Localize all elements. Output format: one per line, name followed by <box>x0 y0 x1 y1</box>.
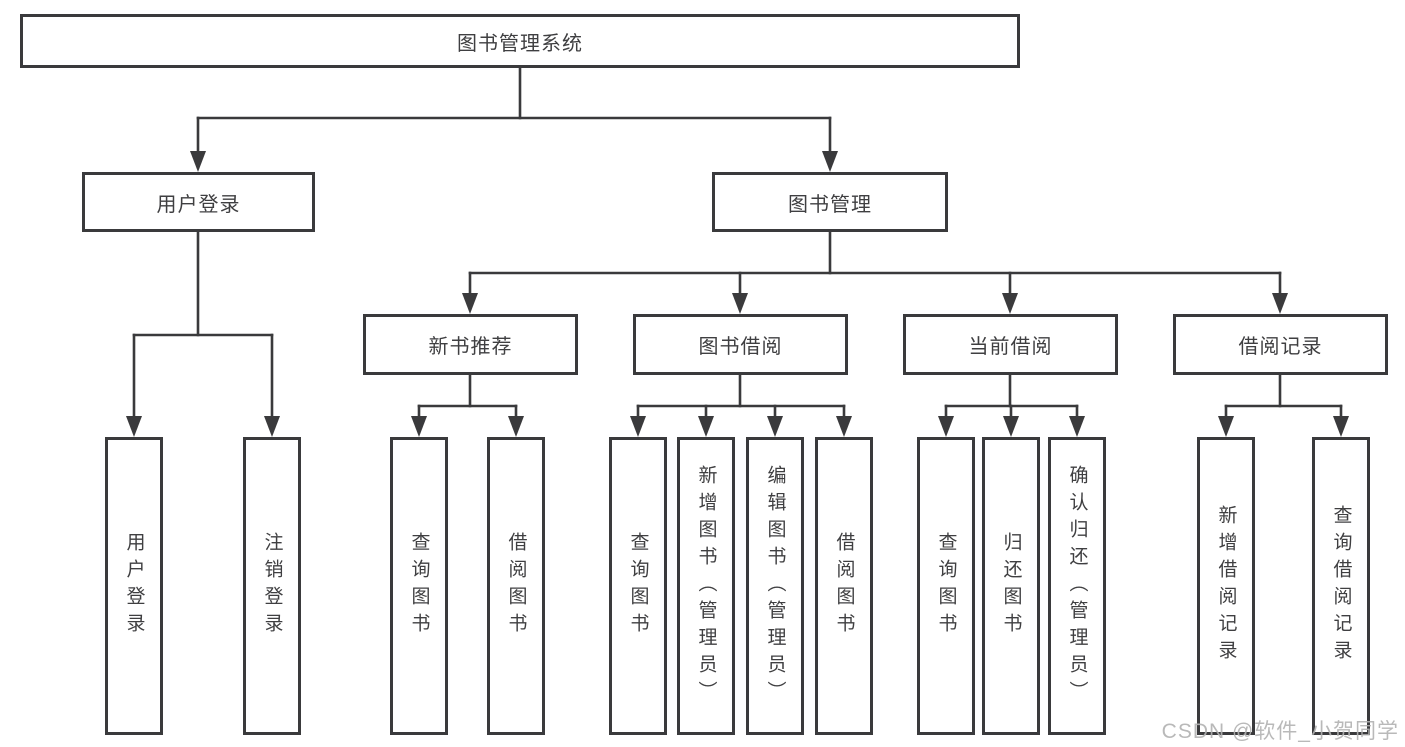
leaf-add-borrowing-record: 新增借阅记录 <box>1197 437 1255 735</box>
leaf-label: 新增借阅记录 <box>1215 505 1237 667</box>
leaf-label: 借阅图书 <box>505 532 527 640</box>
leaf-label: 查询图书 <box>408 532 430 640</box>
node-library-management-system: 图书管理系统 <box>20 14 1020 68</box>
leaf-query-books-borrowing: 查询图书 <box>609 437 667 735</box>
leaf-label: 新增图书（管理员） <box>695 464 717 708</box>
leaf-add-books-admin: 新增图书（管理员） <box>677 437 735 735</box>
node-book-management: 图书管理 <box>712 172 948 232</box>
leaf-label: 借阅图书 <box>833 532 855 640</box>
leaf-label: 确认归还（管理员） <box>1066 464 1088 708</box>
leaf-query-borrowing-record: 查询借阅记录 <box>1312 437 1370 735</box>
leaf-query-books-recommend: 查询图书 <box>390 437 448 735</box>
node-label: 借阅记录 <box>1238 336 1323 358</box>
leaf-label: 编辑图书（管理员） <box>764 464 786 708</box>
leaf-label: 查询图书 <box>935 532 957 640</box>
node-label: 图书管理 <box>788 193 872 216</box>
leaf-label: 归还图书 <box>1000 532 1022 640</box>
leaf-borrow-books-borrowing: 借阅图书 <box>815 437 873 735</box>
leaf-return-books: 归还图书 <box>982 437 1040 735</box>
node-label: 新书推荐 <box>428 336 513 358</box>
node-label: 图书借阅 <box>698 336 783 358</box>
node-book-borrowing: 图书借阅 <box>633 314 848 375</box>
leaf-label: 用户登录 <box>123 532 145 640</box>
leaf-query-books-current: 查询图书 <box>917 437 975 735</box>
leaf-label: 注销登录 <box>261 532 283 640</box>
node-label: 用户登录 <box>156 193 241 216</box>
leaf-label: 查询借阅记录 <box>1330 505 1352 667</box>
csdn-watermark: CSDN @软件_小贺同学 <box>1161 720 1399 743</box>
leaf-user-login: 用户登录 <box>105 437 163 735</box>
leaf-confirm-return-admin: 确认归还（管理员） <box>1048 437 1106 735</box>
node-borrowing-records: 借阅记录 <box>1173 314 1388 375</box>
node-label: 图书管理系统 <box>457 32 583 55</box>
node-new-book-recommendation: 新书推荐 <box>363 314 578 375</box>
node-label: 当前借阅 <box>968 336 1053 358</box>
node-user-login: 用户登录 <box>82 172 315 232</box>
node-current-borrowing: 当前借阅 <box>903 314 1118 375</box>
leaf-logout: 注销登录 <box>243 437 301 735</box>
leaf-label: 查询图书 <box>627 532 649 640</box>
leaf-borrow-books-recommend: 借阅图书 <box>487 437 545 735</box>
leaf-edit-books-admin: 编辑图书（管理员） <box>746 437 804 735</box>
